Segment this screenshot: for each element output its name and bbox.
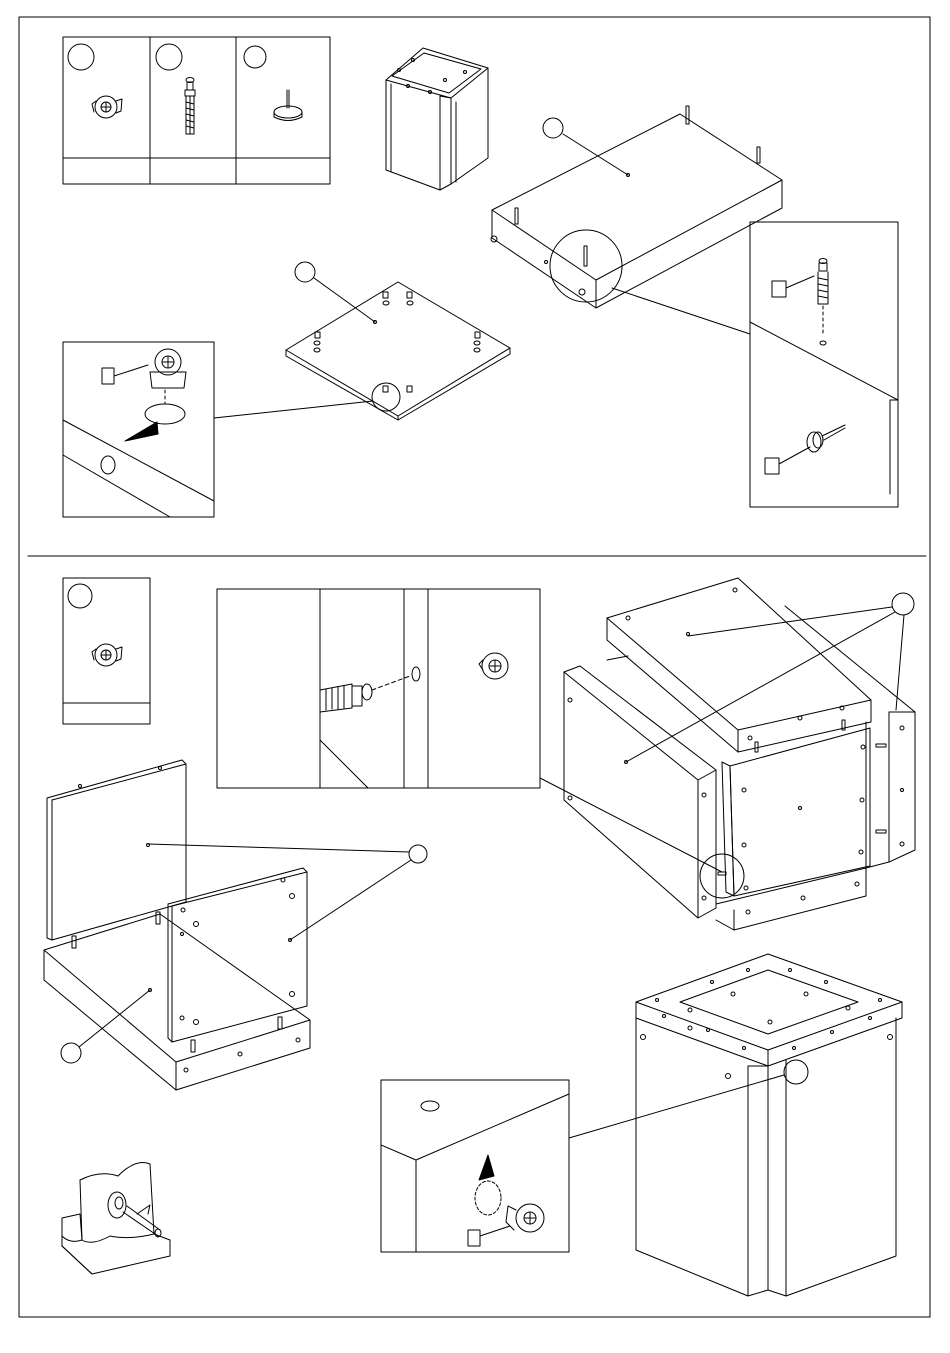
- cam-lock-icon: [315, 292, 480, 392]
- part-number-box: [468, 1230, 480, 1246]
- bottom-panel-with-cams: [214, 262, 510, 420]
- direction-arrow: [479, 1155, 494, 1180]
- parts-table-top: [63, 37, 330, 184]
- cam-bolt-icon: [818, 259, 828, 346]
- cam-bolt-icon: [72, 912, 282, 1052]
- cam-lock-icon: [92, 644, 122, 666]
- part-callout-circle: [543, 118, 563, 138]
- top-panel-with-bolts: [491, 106, 782, 334]
- detail-zoom-circle: [372, 383, 400, 411]
- leader-line: [626, 612, 895, 762]
- glide-foot-icon: [807, 425, 845, 452]
- bolt-and-glide-detail: [750, 222, 898, 507]
- part-callout-circle: [68, 584, 92, 608]
- detail-zoom-circle: [784, 1060, 808, 1084]
- leader-line: [148, 844, 409, 852]
- direction-arrow: [125, 422, 158, 441]
- cam-lock-icon: [479, 653, 508, 679]
- leader-line: [688, 607, 892, 636]
- part-number-box: [102, 368, 114, 384]
- leader-line: [612, 288, 750, 334]
- part-callout-circle: [156, 44, 182, 70]
- glide-foot-icon: [274, 90, 302, 121]
- parts-table-bottom: [63, 578, 150, 724]
- exploded-cabinet: [564, 578, 915, 930]
- cam-bolt-engagement-detail: [217, 589, 722, 872]
- leader-line: [569, 1075, 784, 1138]
- part-number-box: [765, 458, 779, 474]
- detail-zoom-circle: [700, 854, 744, 898]
- leader-line: [314, 278, 375, 322]
- cam-turn-example: [62, 1163, 170, 1275]
- cam-insert-top-detail: [381, 1080, 569, 1252]
- page-border: [19, 17, 930, 1317]
- part-callout-circle: [61, 1043, 81, 1063]
- leader-line: [214, 401, 373, 418]
- part-callout-circle: [409, 845, 427, 863]
- cam-insert-detail: [63, 342, 214, 517]
- cam-bolt-icon: [515, 106, 760, 266]
- cam-lock-icon: [150, 349, 186, 388]
- part-callout-circle: [244, 46, 266, 68]
- cam-lock-icon: [92, 96, 122, 118]
- cam-bolt-icon: [185, 78, 195, 135]
- assembled-cabinet: [569, 954, 902, 1296]
- part-number-box: [772, 281, 786, 297]
- part-callout-circle: [68, 44, 94, 70]
- leader-line: [896, 615, 904, 710]
- cam-bolt-icon: [320, 684, 372, 712]
- cam-bolt-icon: [718, 720, 845, 875]
- cam-lock-icon: [506, 1204, 544, 1232]
- leader-line: [540, 778, 722, 872]
- assembled-cabinet-preview: [386, 48, 488, 190]
- leader-line: [290, 860, 411, 940]
- cam-bolt-icon: [876, 744, 886, 833]
- part-callout-circle: [295, 262, 315, 282]
- side-panels-on-base: [44, 760, 427, 1090]
